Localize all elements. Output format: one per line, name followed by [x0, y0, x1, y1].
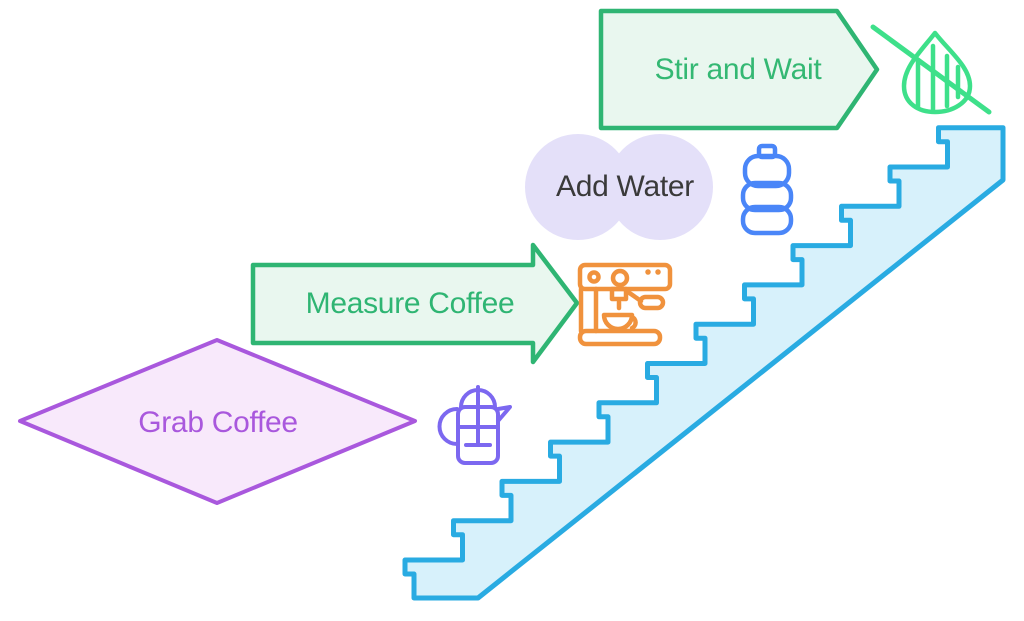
french-press-icon — [437, 385, 512, 465]
grab-coffee-diamond — [18, 338, 417, 505]
grab-coffee-label: Grab Coffee — [138, 406, 298, 439]
measure-coffee-label: Measure Coffee — [305, 287, 515, 320]
add-water-label: Add Water — [556, 170, 694, 203]
add-water-cloud — [525, 134, 713, 240]
water-bottle-icon — [740, 143, 794, 236]
espresso-machine-icon — [577, 262, 673, 347]
leaf-crossed-icon — [870, 24, 992, 115]
staircase — [402, 125, 1006, 601]
stir-and-wait-label: Stir and Wait — [654, 53, 822, 86]
stir-and-wait-pennant — [598, 8, 880, 131]
measure-coffee-arrow — [250, 242, 580, 365]
